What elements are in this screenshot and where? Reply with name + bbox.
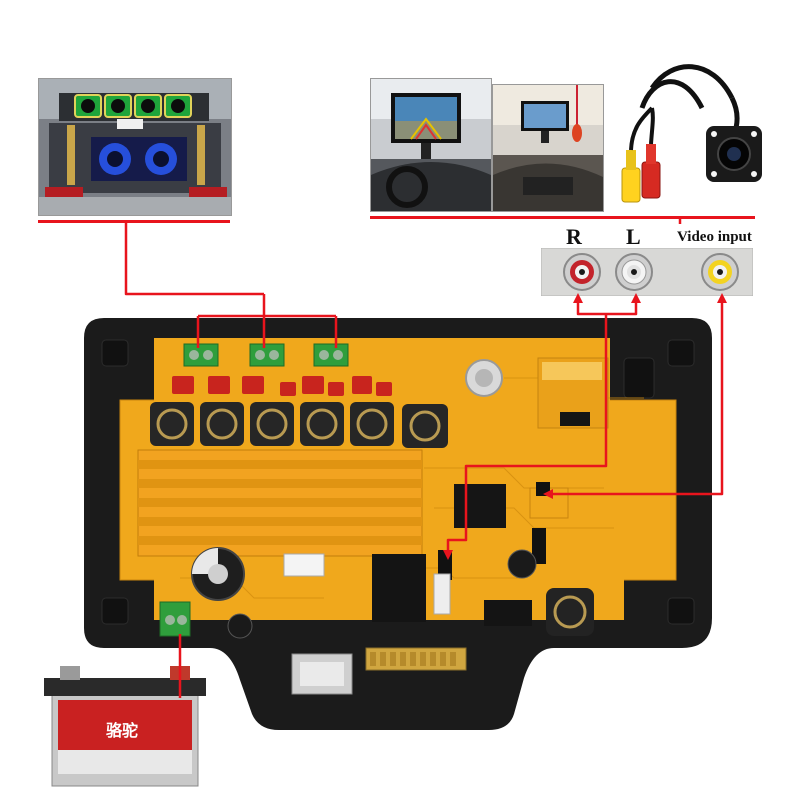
- right-photos-underline: [370, 216, 755, 219]
- rca-jack-video: [700, 252, 740, 292]
- rca-jack-right: [562, 252, 602, 292]
- left-photo-underline: [38, 220, 230, 223]
- mounted-monitor-photo: [492, 84, 604, 212]
- svg-text:骆驼: 骆驼: [106, 721, 138, 740]
- label-left-channel: L: [626, 224, 641, 249]
- rear-camera-photo: [612, 58, 772, 208]
- wire-audio-rl: [576, 296, 638, 316]
- wire-speakers: [124, 222, 264, 296]
- label-right-channel: R: [566, 224, 582, 249]
- dashboard-monitor-photo: [370, 78, 492, 212]
- rca-jack-left: [614, 252, 654, 292]
- label-video-input: Video input: [677, 229, 752, 245]
- car-trunk-speaker-photo: [38, 78, 232, 216]
- battery-logo: 骆驼: [106, 721, 138, 740]
- car-battery: 骆驼: [44, 660, 206, 790]
